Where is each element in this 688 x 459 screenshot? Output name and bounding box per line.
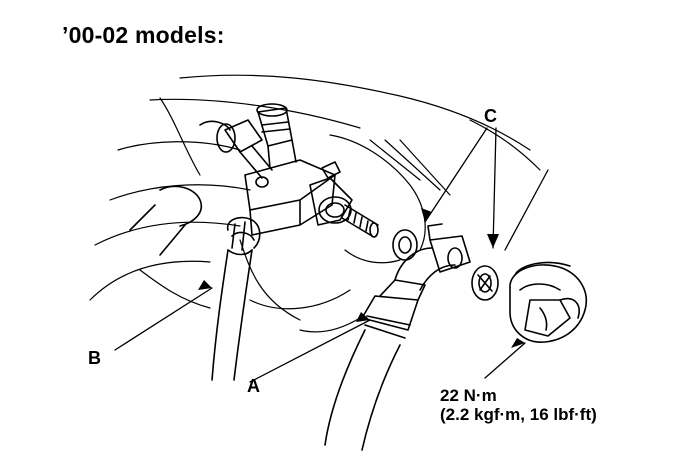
- torque-spec-metric: 22 N·m: [440, 386, 497, 405]
- hose-clamp: [226, 216, 261, 251]
- feed-hose-a: [324, 223, 471, 451]
- sealing-washer-left: [392, 229, 418, 261]
- callout-label-c: C: [484, 106, 497, 126]
- torque-spec: 22 N·m (2.2 kgf·m, 16 lbf·ft): [440, 386, 597, 424]
- hose-b: [129, 185, 253, 381]
- arrow-heads: [198, 208, 525, 348]
- callout-label-b: B: [88, 348, 101, 368]
- cap-nut: [509, 261, 587, 343]
- leader-lines: [114, 127, 549, 383]
- engine-background-lines: [89, 74, 541, 333]
- torque-spec-alternate-units: (2.2 kgf·m, 16 lbf·ft): [440, 405, 597, 424]
- diagram-title: ’00-02 models:: [62, 22, 225, 48]
- sealing-washer-right: [471, 265, 499, 301]
- callout-label-a: A: [247, 376, 260, 396]
- regulator-body: [199, 103, 379, 238]
